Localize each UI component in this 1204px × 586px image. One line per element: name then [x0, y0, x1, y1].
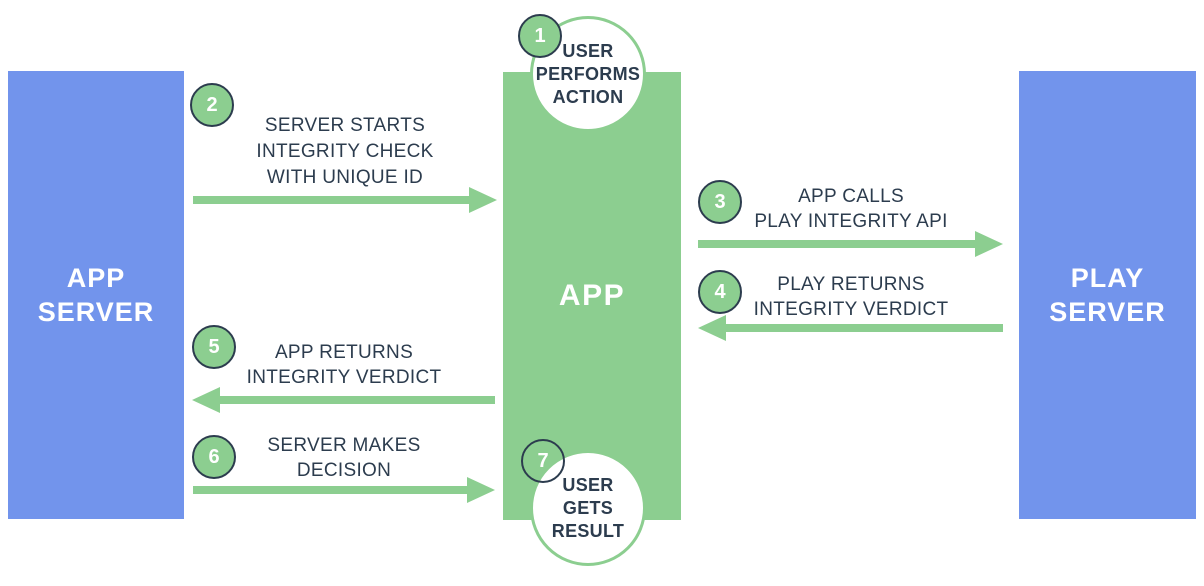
arrow-shaft	[193, 486, 467, 494]
user-gets-result-label: USER GETS RESULT	[551, 474, 625, 541]
step3-label: APP CALLS PLAY INTEGRITY API	[754, 186, 948, 232]
step2-label: SERVER STARTS INTEGRITY CHECK WITH UNIQU…	[256, 115, 434, 188]
arrow-left-head-icon	[698, 315, 726, 341]
arrow-step4-play-to-app	[698, 315, 1003, 341]
step4-label: PLAY RETURNS INTEGRITY VERDICT	[753, 274, 949, 320]
step4-badge: 4	[698, 270, 742, 314]
arrow-step3-app-to-play	[698, 231, 1003, 257]
step6-label: SERVER MAKES DECISION	[267, 435, 421, 481]
arrow-shaft	[698, 240, 975, 248]
arrow-step5-app-to-server	[192, 387, 495, 413]
arrow-left-head-icon	[192, 387, 220, 413]
arrow-right-head-icon	[469, 187, 497, 213]
user-performs-action-label: USER PERFORMS ACTION	[535, 40, 641, 107]
arrow-step6-server-to-app	[193, 477, 495, 503]
step7-badge: 7	[521, 439, 565, 483]
step5-badge: 5	[192, 325, 236, 369]
arrow-shaft	[220, 396, 495, 404]
step2-badge: 2	[190, 83, 234, 127]
step1-badge: 1	[518, 14, 562, 58]
arrow-right-head-icon	[975, 231, 1003, 257]
step5-label: APP RETURNS INTEGRITY VERDICT	[246, 342, 442, 388]
arrow-shaft	[726, 324, 1003, 332]
arrow-step2-server-to-app	[193, 187, 497, 213]
arrow-shaft	[193, 196, 469, 204]
play-server-box: PLAY SERVER	[1019, 71, 1196, 519]
step6-badge: 6	[192, 435, 236, 479]
arrow-right-head-icon	[467, 477, 495, 503]
step3-badge: 3	[698, 180, 742, 224]
user-gets-result-circle: USER GETS RESULT	[530, 450, 646, 566]
app-server-box: APP SERVER	[8, 71, 184, 519]
